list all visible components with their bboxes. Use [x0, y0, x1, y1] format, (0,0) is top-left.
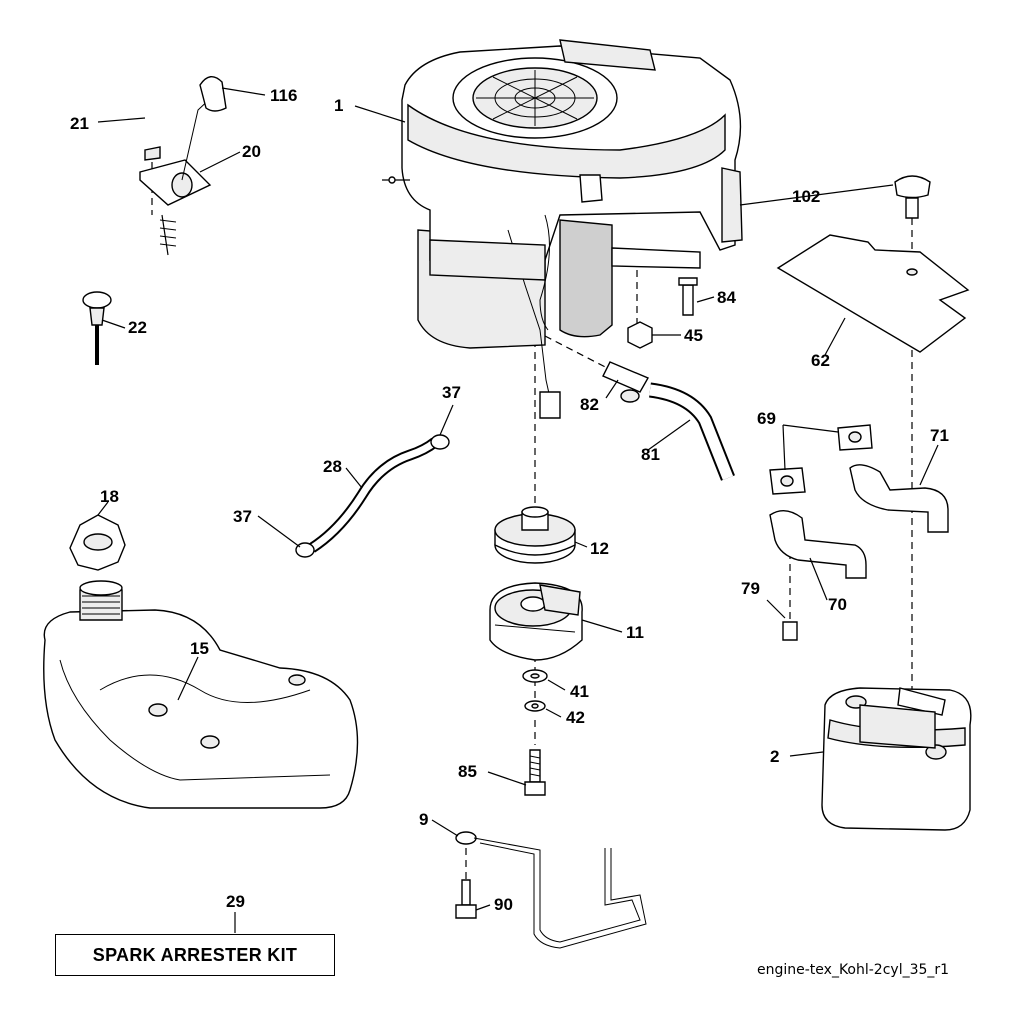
engine-part	[382, 39, 743, 419]
exhaust-pipe-70-part	[769, 510, 867, 579]
callout-70: 70	[828, 595, 847, 614]
bolt-84-part	[678, 277, 698, 316]
callout-20: 20	[242, 142, 261, 161]
callout-15: 15	[190, 639, 209, 658]
fuel-filter-part	[602, 361, 649, 403]
heat-shield-part	[776, 234, 970, 353]
callout-1: 1	[334, 96, 344, 115]
screw-79-part	[782, 621, 798, 641]
callout-21: 21	[70, 114, 89, 133]
callout-69: 69	[757, 409, 776, 428]
fuel-line-part	[295, 434, 450, 558]
bolt-90-part	[455, 879, 477, 919]
bracket-rod-part	[455, 831, 647, 949]
callout-22: 22	[128, 318, 147, 337]
callout-18: 18	[100, 487, 119, 506]
spark-arrester-kit-box: SPARK ARRESTER KIT	[55, 934, 335, 976]
callout-116: 116	[270, 86, 298, 105]
center-bolt-part	[524, 749, 546, 796]
callout-81: 81	[641, 445, 660, 464]
callout-2: 2	[770, 747, 780, 766]
callout-37-top: 37	[442, 383, 461, 402]
pto-clutch-part	[489, 582, 583, 661]
callout-12: 12	[590, 539, 609, 558]
muffler-part	[821, 687, 972, 831]
leader-lines	[97, 87, 939, 933]
callout-9: 9	[419, 810, 429, 829]
callout-28: 28	[323, 457, 342, 476]
choke-knob-part	[82, 291, 112, 365]
callout-82: 82	[580, 395, 599, 414]
callout-41: 41	[570, 682, 589, 701]
callout-85: 85	[458, 762, 477, 781]
knob-102-part	[894, 175, 931, 219]
diagram-file-id: engine-tex_Kohl-2cyl_35_r1	[757, 962, 950, 978]
callout-29: 29	[226, 892, 245, 911]
washers-part	[522, 669, 548, 712]
callout-42: 42	[566, 708, 585, 727]
callout-84: 84	[717, 288, 736, 307]
throttle-control-part	[139, 76, 227, 256]
callout-37-bottom: 37	[233, 507, 252, 526]
pulley-part	[494, 506, 576, 564]
callout-71: 71	[930, 426, 949, 445]
callout-11: 11	[626, 623, 644, 642]
fuel-cap-part	[69, 514, 126, 571]
nut-45-part	[627, 321, 653, 349]
hose-part	[648, 382, 735, 481]
callout-90: 90	[494, 895, 513, 914]
callout-62: 62	[811, 351, 830, 370]
callout-45: 45	[684, 326, 703, 345]
spark-arrester-kit-label: SPARK ARRESTER KIT	[92, 944, 298, 965]
gasket-part	[769, 424, 873, 495]
fuel-tank-part	[43, 580, 359, 809]
exhaust-pipe-71-part	[849, 464, 949, 533]
callout-102: 102	[792, 187, 821, 206]
callout-79: 79	[741, 579, 760, 598]
